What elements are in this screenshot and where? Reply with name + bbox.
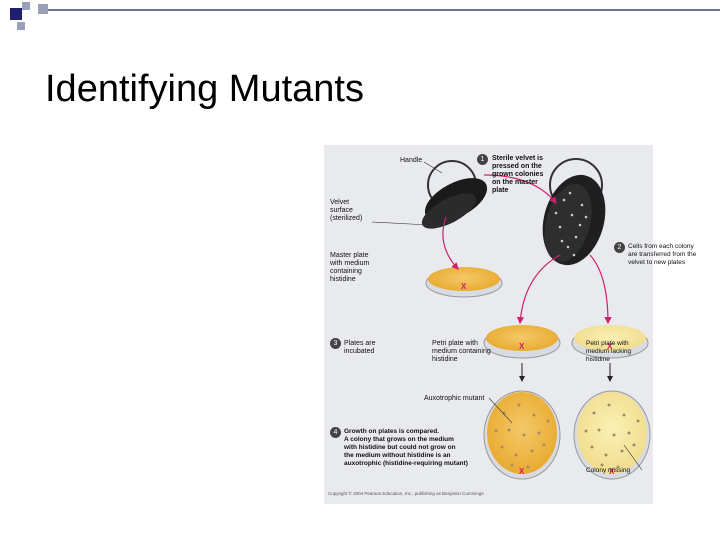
incubation-arrows [519, 363, 613, 382]
label-petri-with: Petri plate with medium containing histi… [432, 340, 491, 363]
grown-plate-lacking-histidine [573, 390, 651, 480]
step-2-text: Cells from each colony are transferred f… [628, 243, 697, 266]
label-petri-lacking: Petri plate with medium lacking histidin… [586, 340, 632, 363]
x-marker: X [519, 467, 525, 476]
x-marker: X [519, 342, 525, 351]
label-plates-incubated: Plates are incubated [344, 340, 376, 355]
x-marker: X [609, 467, 615, 476]
light-square-icon [38, 4, 48, 14]
x-marker: X [461, 282, 467, 291]
figure-artwork [371, 158, 651, 480]
plate-with-histidine [483, 325, 561, 359]
label-pointers [371, 161, 643, 471]
label-handle: Handle [400, 157, 423, 164]
label-master-plate: Master plate with medium containing hist… [330, 252, 370, 283]
label-auxotrophic: Auxotrophic mutant [424, 395, 485, 402]
label-velvet: Velvet surface (sterilized) [330, 199, 363, 222]
velvet-block-left [421, 160, 488, 229]
transfer-arrows [442, 174, 612, 325]
step-2-badge: 2 [614, 242, 625, 253]
step-1-text: Sterile velvet is pressed on the grown c… [492, 155, 544, 194]
step-1-badge: 1 [477, 154, 488, 165]
step-4-text: Growth on plates is compared. A colony t… [344, 428, 468, 467]
label-colony-missing: Colony missing [586, 467, 631, 474]
top-divider-line [48, 9, 720, 11]
plate-lacking-histidine [571, 325, 649, 359]
title-bar-decoration [0, 0, 720, 40]
x-marker: X [607, 342, 613, 351]
step-4-badge: 4 [330, 427, 341, 438]
copyright-notice: Copyright © 2004 Pearson Education, Inc.… [328, 491, 484, 496]
grown-plate-with-histidine [483, 390, 561, 480]
replica-plating-figure: 1 2 3 4 X X X X X Handle Sterile velvet … [324, 145, 696, 504]
master-plate [425, 267, 503, 298]
step-3-badge: 3 [330, 338, 341, 349]
light-square-icon [17, 22, 25, 30]
light-square-icon [22, 2, 30, 10]
dark-square-icon [10, 8, 22, 20]
velvet-block-right [542, 158, 606, 266]
slide-title: Identifying Mutants [45, 68, 364, 110]
